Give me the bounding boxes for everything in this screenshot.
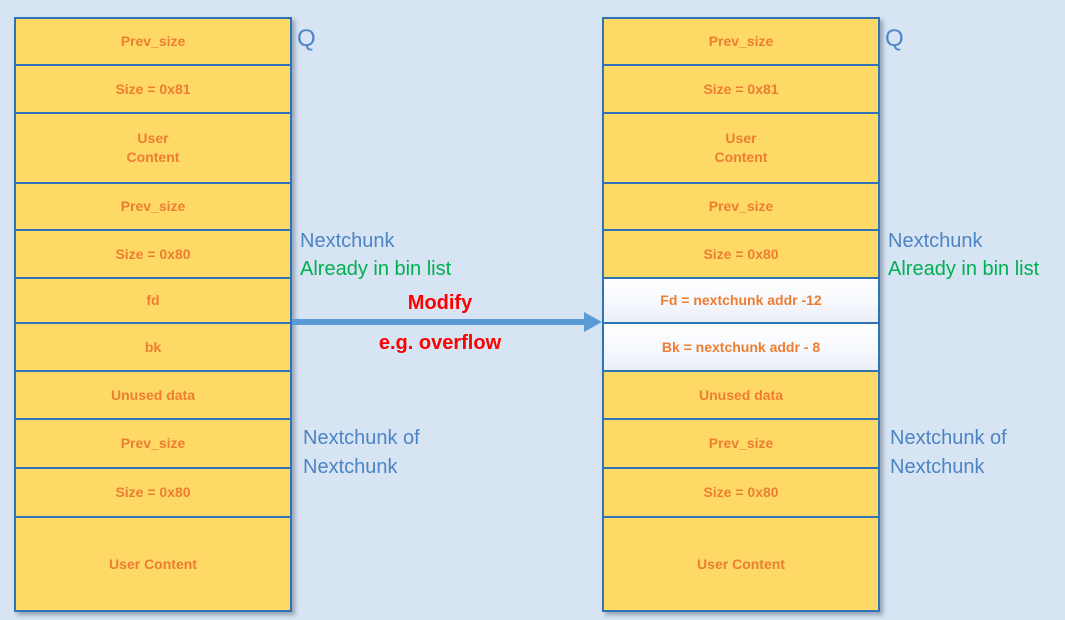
overflow-label: e.g. overflow (378, 332, 502, 354)
chunk-row-prev-size: Prev_size (16, 184, 290, 231)
chunk-row-size-0x80: Size = 0x80 (604, 469, 878, 518)
chunk-row-bk: bk (16, 324, 290, 372)
already-in-bin-label: Already in bin list (888, 258, 1040, 280)
modify-arrow-head (584, 312, 602, 332)
modify-arrow-shaft (292, 319, 586, 325)
chunk-row-fd: fd (16, 279, 290, 324)
chunk-row-user-content: User Content (16, 518, 290, 610)
nextchunk-annotation-left: Nextchunk Already in bin list (300, 227, 451, 283)
chunk-row-user-content: User Content (604, 114, 878, 184)
chunk-row-unused-data: Unused data (604, 372, 878, 420)
q-label-right: Q (885, 25, 904, 52)
chunk-row-user-content: User Content (16, 114, 290, 184)
chunk-column-left: Prev_size Size = 0x81 User Content Prev_… (14, 17, 292, 612)
chunk-row-size-0x80: Size = 0x80 (16, 469, 290, 518)
chunk-column-right: Prev_size Size = 0x81 User Content Prev_… (602, 17, 880, 612)
nextchunk-label: Nextchunk (888, 230, 983, 252)
already-in-bin-label: Already in bin list (300, 258, 452, 280)
chunk-row-prev-size: Prev_size (16, 19, 290, 66)
chunk-row-size-0x80: Size = 0x80 (16, 231, 290, 279)
chunk-row-size-0x80: Size = 0x80 (604, 231, 878, 279)
nextchunk-label: Nextchunk (300, 230, 395, 252)
nextchunk-of-nextchunk-label-left: Nextchunk of Nextchunk (303, 427, 420, 478)
chunk-row-prev-size: Prev_size (604, 19, 878, 66)
modify-label: Modify (407, 292, 473, 314)
chunk-row-prev-size: Prev_size (604, 184, 878, 231)
nextchunk-of-nextchunk-label-right: Nextchunk of Nextchunk (890, 427, 1007, 478)
q-label-left: Q (297, 25, 316, 52)
chunk-row-prev-size: Prev_size (16, 420, 290, 469)
chunk-row-prev-size: Prev_size (604, 420, 878, 469)
chunk-row-bk-overwritten: Bk = nextchunk addr - 8 (604, 324, 878, 372)
chunk-row-fd-overwritten: Fd = nextchunk addr -12 (604, 279, 878, 324)
nextchunk-annotation-right: Nextchunk Already in bin list (888, 227, 1039, 283)
chunk-row-user-content: User Content (604, 518, 878, 610)
chunk-row-size-0x81: Size = 0x81 (16, 66, 290, 114)
chunk-row-size-0x81: Size = 0x81 (604, 66, 878, 114)
chunk-row-unused-data: Unused data (16, 372, 290, 420)
